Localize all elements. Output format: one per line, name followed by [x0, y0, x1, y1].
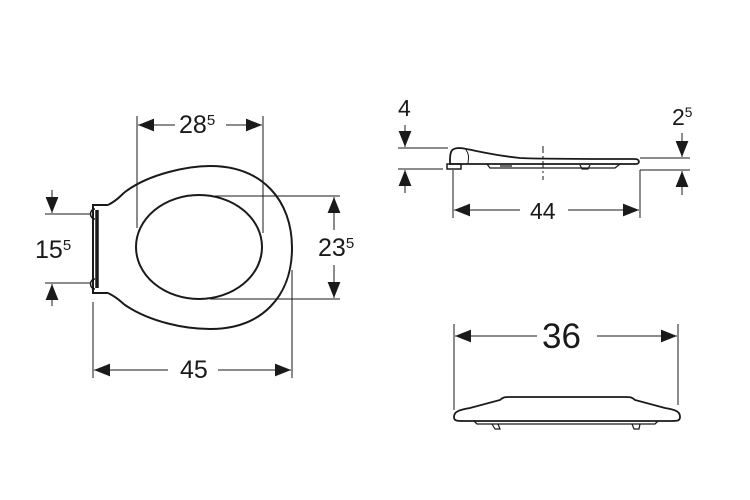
dim-label-inner-width: 285	[179, 111, 216, 139]
dim-label-front-height: 25	[672, 104, 693, 130]
front-view	[453, 324, 681, 430]
hinge-knob-top	[89, 208, 96, 220]
hinge-foot	[446, 163, 462, 170]
dim-label-overall-width: 36	[542, 317, 581, 356]
seat-side-profile	[449, 147, 640, 165]
side-view	[398, 125, 690, 218]
hinge-bar	[92, 204, 108, 294]
seat-front-profile	[453, 396, 681, 422]
dim-label-hinge-spacing: 155	[35, 236, 72, 264]
hinge-knob-bottom	[89, 278, 96, 290]
dim-label-inner-length: 235	[318, 234, 355, 262]
dim-label-side-length: 44	[530, 198, 556, 224]
dim-label-overall-length: 45	[180, 356, 208, 384]
underside-profile	[486, 163, 621, 169]
top-view	[45, 116, 341, 378]
seat-front-underside	[473, 420, 659, 425]
dim-label-hinge-height: 4	[398, 95, 411, 121]
seat-outer-outline	[107, 164, 294, 331]
seat-inner-opening	[135, 194, 263, 300]
